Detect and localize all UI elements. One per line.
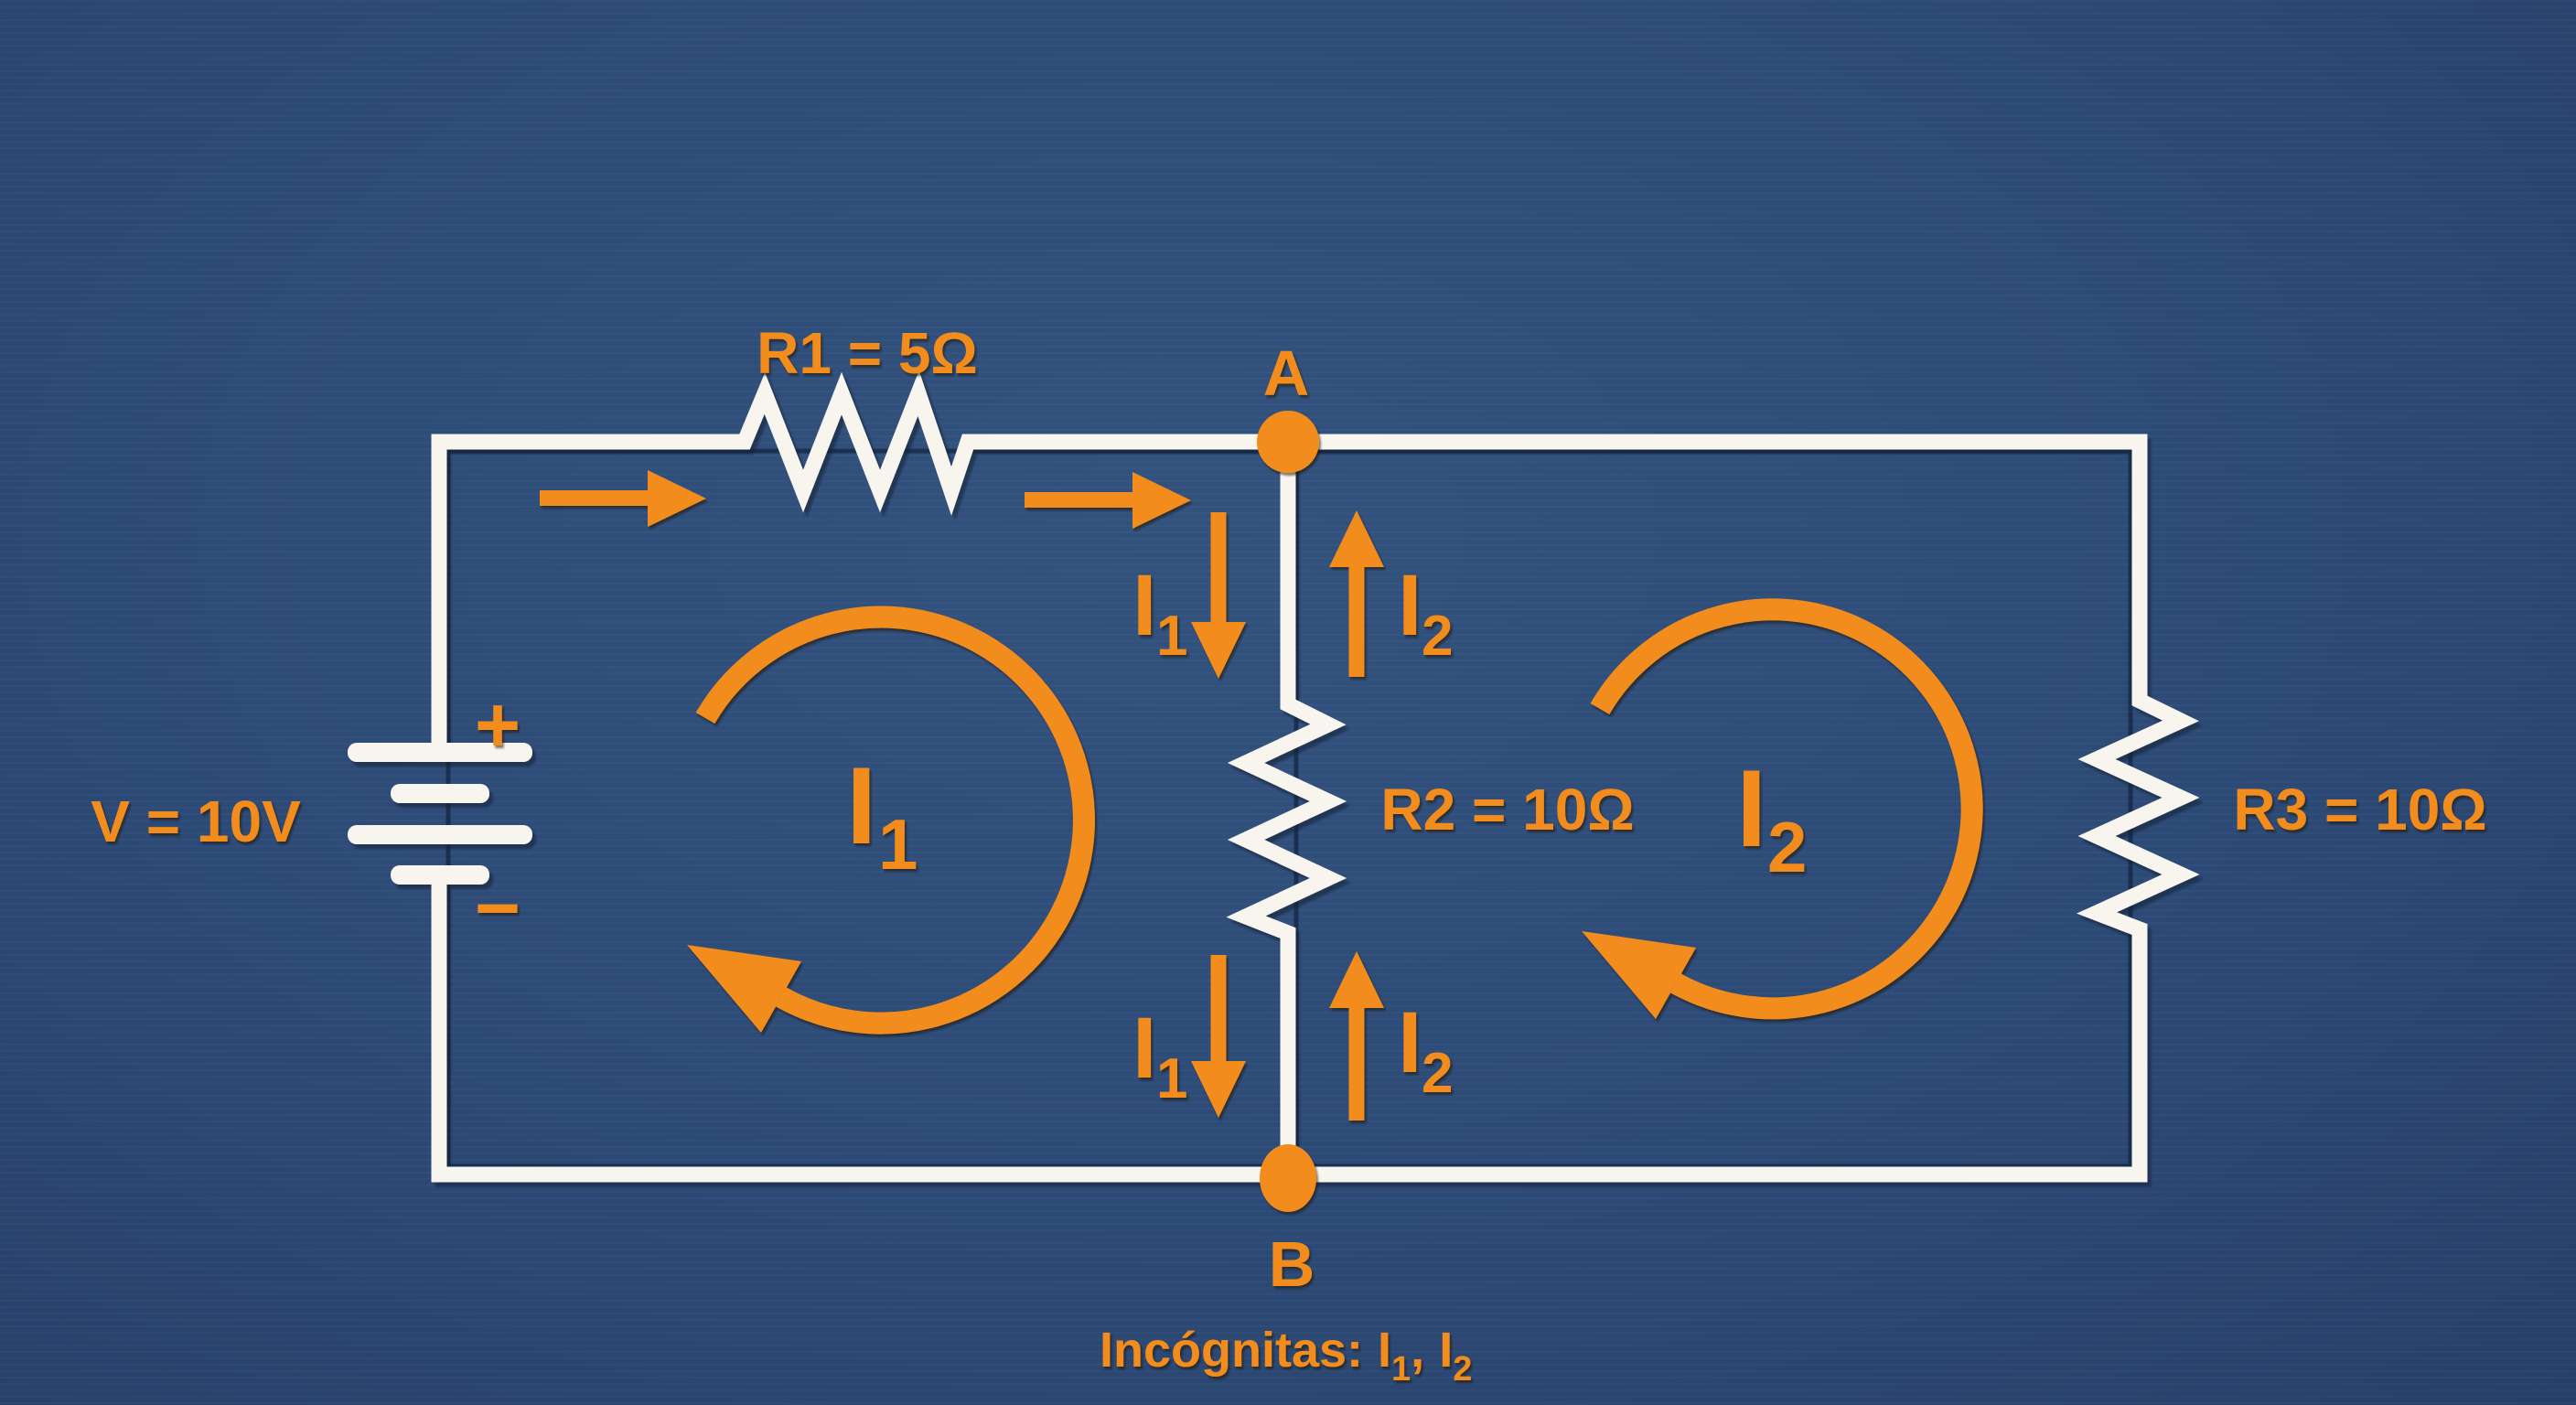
i1-label-upper: I 1 <box>1132 557 1187 668</box>
battery-minus-sign: − <box>475 864 521 952</box>
mesh-loop-2-arrowhead <box>1582 931 1696 1019</box>
i1-upper-symbol: I <box>1132 557 1156 654</box>
i1-down-arrow-upper <box>1191 512 1246 679</box>
i2-lower-subscript: 2 <box>1422 1042 1453 1105</box>
battery-symbol <box>348 743 532 885</box>
caption-i2-symbol: I <box>1439 1323 1453 1378</box>
node-a-dot <box>1257 411 1319 473</box>
i2-lower-symbol: I <box>1398 994 1422 1091</box>
i2-label-lower: I 2 <box>1398 994 1453 1105</box>
mesh-loop-1-arrow <box>687 606 1095 1035</box>
mesh-loop-2-arrow <box>1582 598 1983 1020</box>
mesh-loop-1-arc <box>695 606 1095 1035</box>
voltage-source-label: V = 10V <box>91 788 301 854</box>
caption-comma: , <box>1411 1323 1424 1378</box>
i2-label-upper: I 2 <box>1398 557 1453 668</box>
mesh-loop-1-arrowhead <box>687 945 801 1033</box>
i1-lower-symbol: I <box>1132 1000 1156 1097</box>
i2-up-arrow-lower <box>1329 951 1384 1121</box>
i1-down-arrow-lower <box>1191 955 1246 1118</box>
outer-loop-shadow <box>445 448 2133 1169</box>
r1-label: R1 = 5Ω <box>757 320 978 386</box>
current-arrow-before-node-a <box>1025 472 1191 529</box>
middle-branch-with-r2-resistor <box>1226 434 1347 1183</box>
i1-upper-subscript: 1 <box>1156 605 1187 668</box>
battery-plus-sign: + <box>475 681 521 769</box>
caption-prefix: Incógnitas: <box>1100 1323 1363 1378</box>
mesh-2-subscript: 2 <box>1767 807 1807 887</box>
caption-i1-symbol: I <box>1378 1323 1391 1378</box>
battery-long-plate-top <box>348 743 532 762</box>
r3-label: R3 = 10Ω <box>2233 777 2486 842</box>
mesh-2-current-label: I 2 <box>1736 747 1807 887</box>
mesh-1-current-label: I 1 <box>846 745 918 885</box>
node-b-label: B <box>1269 1228 1315 1300</box>
circuit-wires <box>348 370 2200 1183</box>
i1-label-lower: I 1 <box>1132 1000 1187 1110</box>
unknowns-caption: Incógnitas:I1,I2 <box>1100 1323 1472 1389</box>
current-arrow-top-left <box>540 470 706 527</box>
node-b-dot <box>1260 1144 1316 1212</box>
mesh-loop-2-arc <box>1590 598 1983 1020</box>
i2-upper-subscript: 2 <box>1422 605 1453 668</box>
battery-short-plate-upper <box>391 784 489 803</box>
node-a-label: A <box>1263 338 1310 409</box>
mesh-1-symbol: I <box>846 745 876 867</box>
right-wire-with-r3-resistor <box>2077 434 2200 1183</box>
i2-upper-symbol: I <box>1398 557 1422 654</box>
battery-short-plate-bottom <box>391 865 489 885</box>
battery-long-plate-lower <box>348 825 532 844</box>
caption-i1-subscript: 1 <box>1391 1350 1411 1389</box>
mesh-1-subscript: 1 <box>878 804 918 885</box>
top-wire-with-r1-resistor <box>431 370 2148 516</box>
r2-label: R2 = 10Ω <box>1380 777 1634 842</box>
caption-i2-subscript: 2 <box>1453 1350 1472 1389</box>
i2-up-arrow-upper <box>1329 510 1384 677</box>
i1-lower-subscript: 1 <box>1156 1047 1187 1110</box>
mesh-2-symbol: I <box>1736 747 1766 870</box>
annotations: + − R1 = 5Ω V = 10V R2 = 10Ω R3 = 10Ω A … <box>91 320 2486 1389</box>
